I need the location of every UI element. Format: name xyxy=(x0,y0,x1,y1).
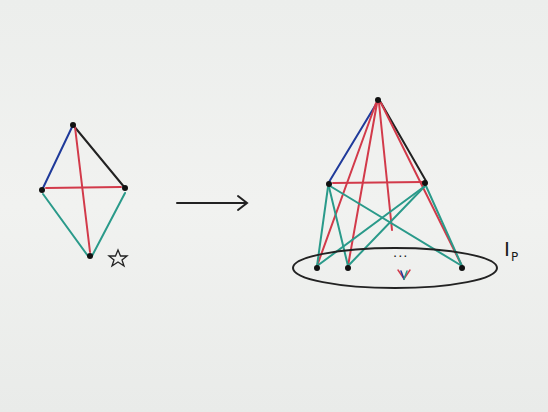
edge-red xyxy=(317,103,376,266)
edge-green xyxy=(92,193,125,256)
set-name: I xyxy=(504,237,510,261)
star-symbol xyxy=(109,250,127,266)
edge-green xyxy=(330,186,462,266)
vertex xyxy=(345,265,351,271)
transform-arrow xyxy=(177,202,246,204)
mark xyxy=(401,271,404,279)
set-label: IP xyxy=(504,239,518,259)
vertex xyxy=(375,97,381,103)
vertex xyxy=(459,265,465,271)
subscript: P xyxy=(511,250,518,264)
vertex xyxy=(314,265,320,271)
vertex xyxy=(122,185,128,191)
edge-green xyxy=(426,186,462,266)
vertex xyxy=(70,122,76,128)
vertex xyxy=(87,253,93,259)
edge-green xyxy=(317,186,425,266)
vertex xyxy=(39,187,45,193)
edge-red xyxy=(75,127,90,252)
edge-red xyxy=(333,182,423,183)
ellipsis-label: ... xyxy=(393,246,408,259)
arrow-head xyxy=(238,196,247,210)
edge-red xyxy=(46,187,121,188)
vertex xyxy=(326,181,332,187)
edge-green xyxy=(348,186,425,266)
mark xyxy=(398,270,410,279)
vertex xyxy=(422,180,428,186)
edge-green xyxy=(43,194,88,256)
mark xyxy=(404,271,407,279)
edge-blue xyxy=(42,125,73,190)
